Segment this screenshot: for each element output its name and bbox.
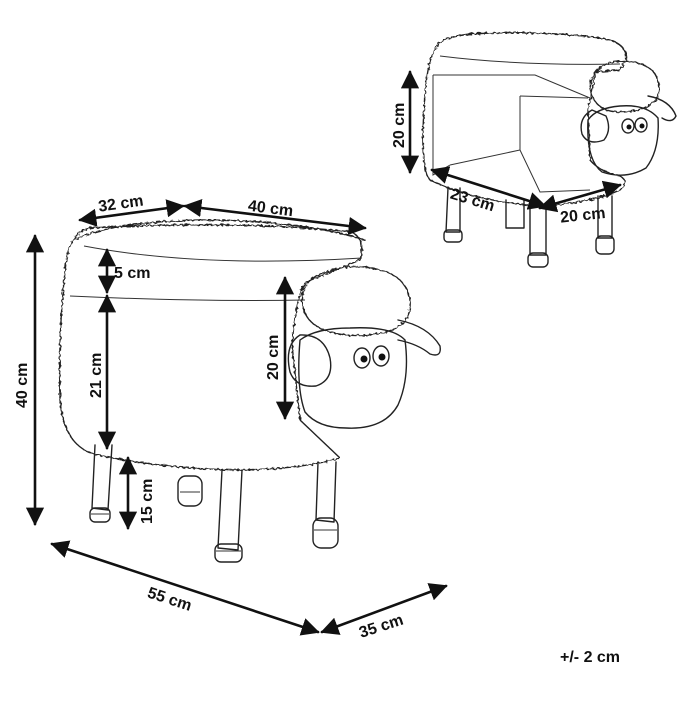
label-top-width: 40 cm [247,198,294,220]
label-head-height: 20 cm [265,335,282,380]
sheep-head [287,265,441,429]
dimension-labels: 32 cm 40 cm 5 cm 21 cm 40 cm 15 cm 20 cm… [14,103,620,666]
label-body-height: 21 cm [88,353,105,398]
label-leg-height: 15 cm [139,479,156,524]
tolerance-note: +/- 2 cm [560,649,620,666]
dimension-arrows [25,70,622,636]
fluffy-body [58,224,363,471]
label-top-length: 32 cm [97,193,144,216]
eye-right [372,345,390,367]
label-storage-height: 20 cm [391,103,408,148]
eye-left [353,347,371,369]
label-storage-length: 23 cm [448,186,496,216]
leg-front-left [214,469,243,563]
open-sheep-stool [422,31,677,268]
label-total-height: 40 cm [14,363,31,408]
label-seat-thickness: 5 cm [114,265,150,282]
leg-back-left [89,444,113,523]
label-storage-depth: 20 cm [559,205,606,227]
leg-back-right [177,475,203,507]
leg-front-right [312,461,339,549]
